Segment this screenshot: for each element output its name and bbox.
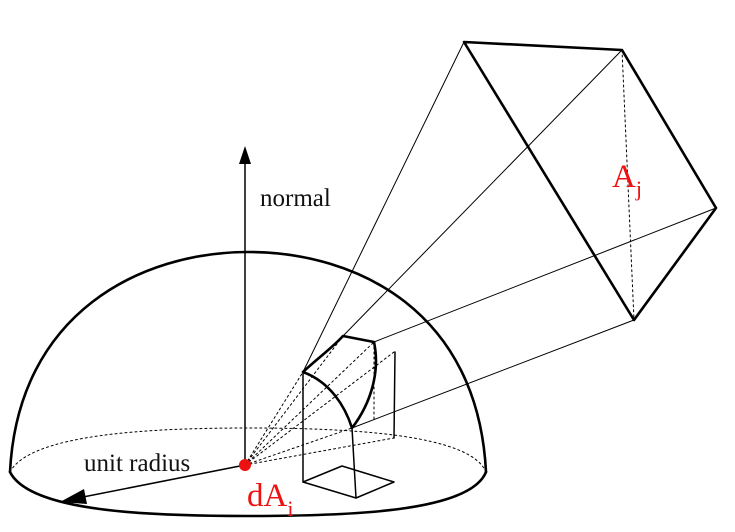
unit-hemisphere <box>8 250 488 518</box>
projection-dotted-6 <box>244 437 395 466</box>
projection-dotted-3 <box>244 341 375 466</box>
projection-line-4 <box>351 319 635 429</box>
projection-line-2 <box>342 49 623 337</box>
normal-arrowhead <box>239 146 251 164</box>
projection-dotted-2 <box>244 335 344 466</box>
normal-label: normal <box>260 185 331 212</box>
projected-cell <box>301 334 396 499</box>
patch-aj-subscript: j <box>635 176 642 201</box>
projection-line-1 <box>302 41 465 373</box>
element-dai-main: dA <box>247 478 288 514</box>
radius-arrowhead <box>60 489 87 504</box>
element-dai-label: dAi <box>247 478 293 521</box>
projection-dotted-4 <box>244 427 353 466</box>
projection-dotted-5 <box>244 351 395 466</box>
unit-radius-label: unit radius <box>84 450 190 477</box>
hemisphere-dome <box>8 250 488 474</box>
patch-aj-main: A <box>612 159 636 195</box>
projection-dotted-1 <box>244 371 304 466</box>
base-circle-back <box>9 427 487 473</box>
patch-aj-label: Aj <box>612 159 642 201</box>
element-dai-dot <box>239 459 251 471</box>
projection-line-3 <box>373 207 717 343</box>
patch-aj-diagonal <box>621 49 635 321</box>
base-footprint <box>302 465 395 499</box>
projection-lines <box>244 41 717 466</box>
base-circle-front <box>8 470 488 518</box>
radius-arrow-shaft <box>77 464 246 499</box>
prism-edge-2 <box>351 427 357 499</box>
far-patch-aj <box>462 40 718 322</box>
unit-radius-vector <box>60 464 246 504</box>
projected-cell-outline <box>301 334 378 430</box>
normal-vector <box>239 146 251 466</box>
element-dai-subscript: i <box>287 496 293 521</box>
prism-edge-3 <box>393 351 396 439</box>
patch-aj-outline <box>462 40 718 322</box>
